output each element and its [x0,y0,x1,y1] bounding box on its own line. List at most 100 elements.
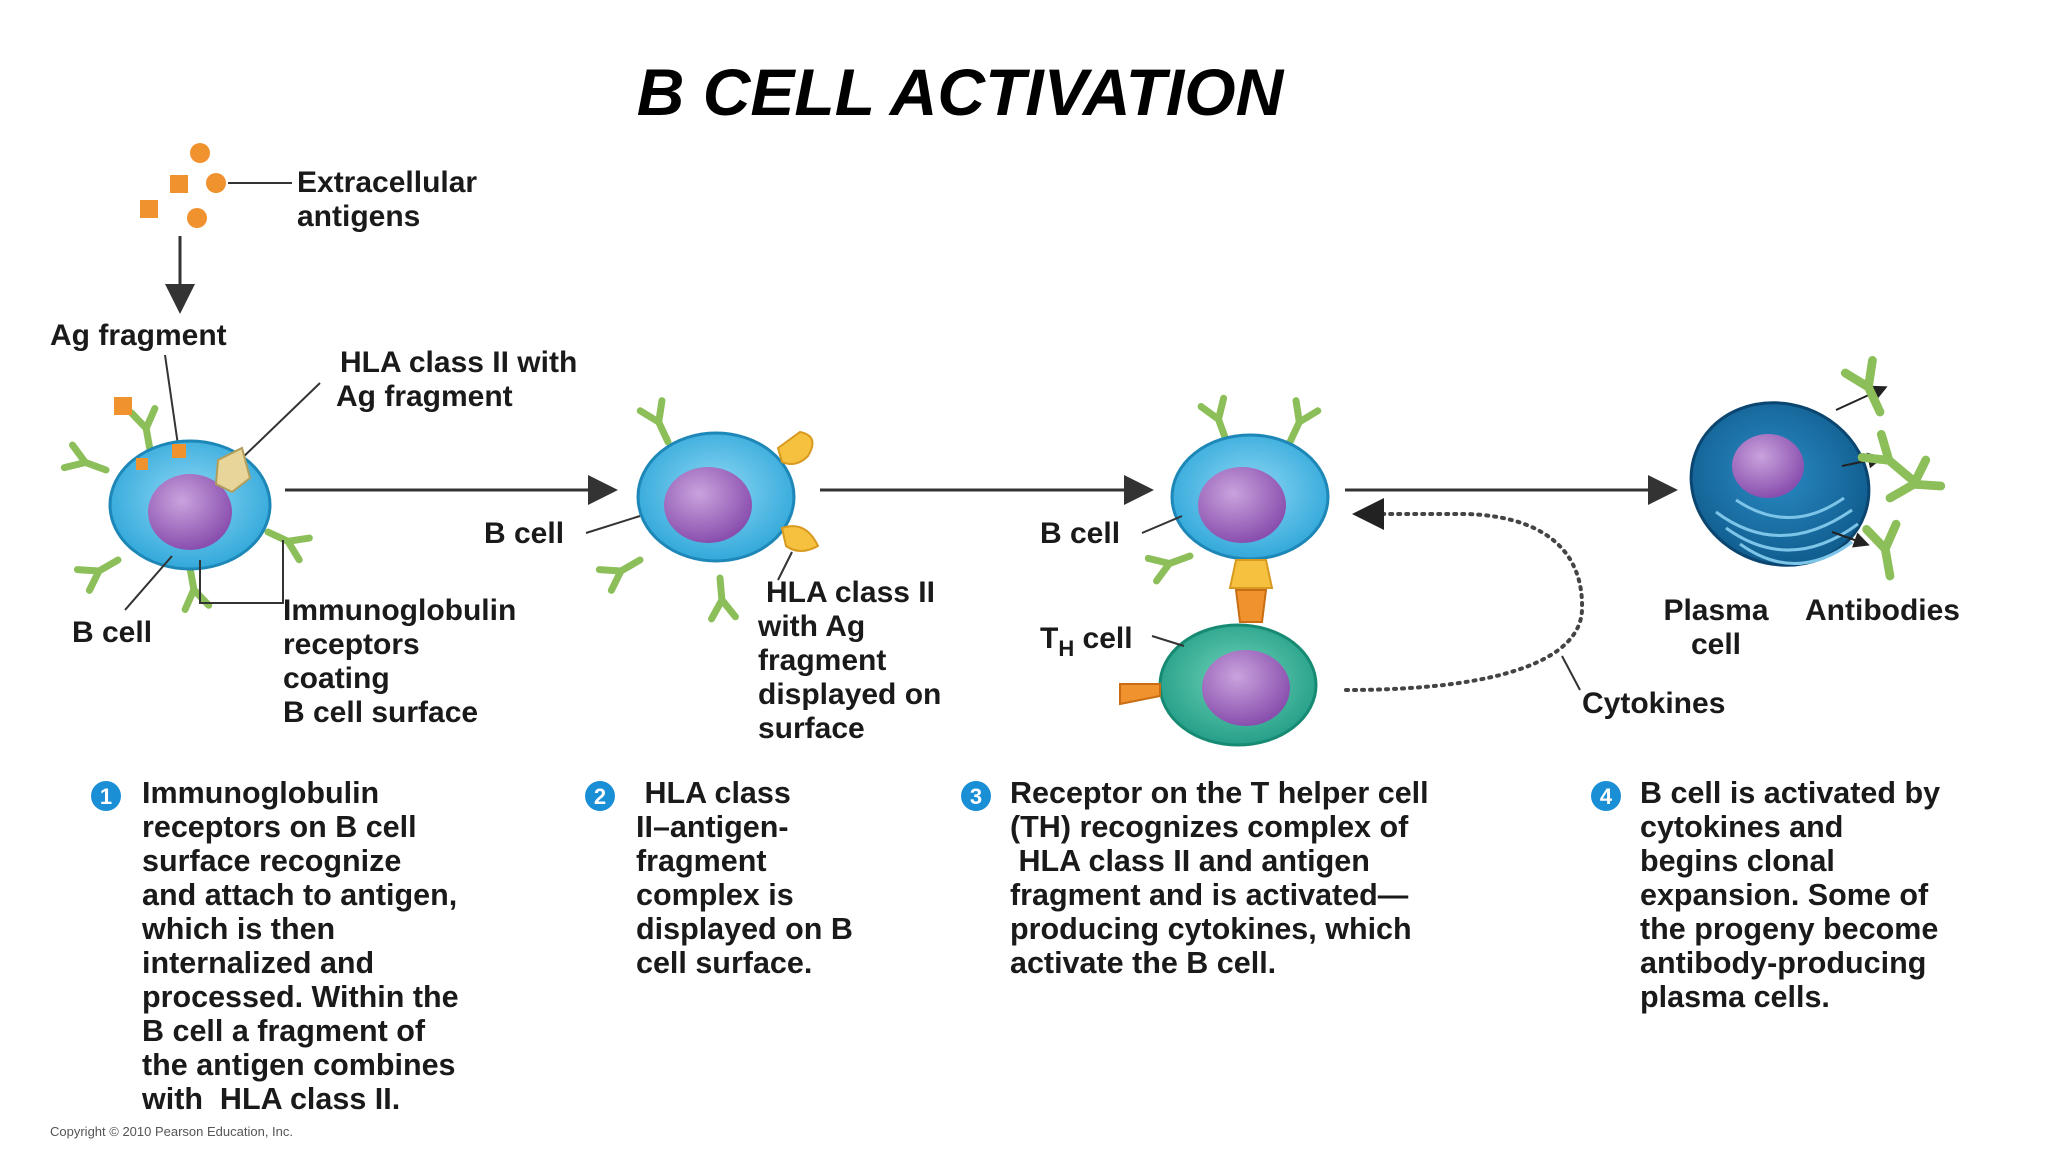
label-b-cell-3: B cell [1040,517,1120,550]
label-hla-displayed-3: fragment [758,644,886,677]
hla-tcr-complex [1228,559,1274,589]
label-immunoglobulin-2: receptors [283,628,420,661]
label-antigens: antigens [297,200,420,233]
ag-fragment-internal [136,458,148,470]
label-immunoglobulin-1: Immunoglobulin [283,594,516,627]
label-antibodies: Antibodies [1805,594,1960,627]
step-line: and attach to antigen, [142,878,457,912]
step-1-description: 1 Immunoglobulin receptors on B cell sur… [91,776,459,1116]
hla-complex [776,430,814,465]
plasma-cell [1689,401,1871,567]
step-line: begins clonal [1640,844,1835,878]
step-badge [585,781,615,811]
leader-line [585,515,641,534]
step-line: internalized and [142,946,374,980]
cytokines-dotted-arrow [1344,498,1585,692]
copyright-notice: Copyright © 2010 Pearson Education, Inc. [50,1124,293,1139]
step-number: 3 [970,784,982,809]
step-line: which is then [141,912,335,946]
step-line: fragment and is activated— [1010,878,1409,912]
antigen-square [140,200,158,218]
step-3-description: 3 Receptor on the T helper cell (TH) rec… [961,776,1429,980]
step-line: antibody-producing [1640,946,1926,980]
label-hla-with-ag-1: HLA class II with [340,346,577,379]
b-cell-resting [64,397,309,609]
leader-line [1151,635,1185,647]
label-hla-displayed-5: surface [758,712,865,745]
step-number: 2 [594,784,606,809]
hla-complex [780,525,820,552]
antigen-circle [206,173,226,193]
step-2-description: 2 HLA class II–antigen- fragment complex… [585,776,853,980]
label-th-cell: TH cell [1040,622,1133,661]
step-4-description: 4 B cell is activated by cytokines and b… [1591,776,1940,1014]
leader-line [777,551,793,581]
nucleus [1202,650,1290,726]
label-hla-displayed-1: HLA class II [766,576,935,609]
th-receptor [1119,683,1161,706]
leader-line [124,555,173,611]
label-immunoglobulin-3: coating [283,662,390,695]
step-line: Receptor on the T helper cell [1010,776,1429,810]
nucleus [1732,434,1804,498]
hla-complex [214,446,252,494]
b-cell-presenting [599,401,820,619]
step-line: HLA class [636,776,791,810]
step-line: cell surface. [636,946,812,980]
step-line: the antigen combines [142,1048,456,1082]
step-number: 1 [100,784,112,809]
tcr-receptor [1234,589,1268,623]
label-plasma: Plasma [1663,594,1768,627]
antigen-square [170,175,188,193]
step-line: the progeny become [1640,912,1938,946]
antigen-square [114,397,132,415]
step-line: fragment [636,844,767,878]
label-plasma-cell: cell [1691,628,1741,661]
antibodies [1831,360,1941,578]
leader-line [237,382,321,463]
label-hla-displayed-2: with Ag [757,610,865,643]
label-extracellular: Extracellular [297,166,477,199]
step-line: displayed on B [636,912,853,946]
endoplasmic-reticulum [1715,496,1859,565]
step-line: B cell a fragment of [142,1014,426,1048]
step-line: activate the B cell. [1010,946,1276,980]
step-line: surface recognize [142,844,401,878]
ag-fragment-internal [172,444,186,458]
step-line: (TH) recognizes complex of [1010,810,1409,844]
label-immunoglobulin-4: B cell surface [283,696,478,729]
diagram-title: B CELL ACTIVATION [637,55,1285,129]
step-line: producing cytokines, which [1010,912,1412,946]
extracellular-antigens [140,143,226,228]
step-badge [1591,781,1621,811]
step-line: HLA class II and antigen [1010,844,1370,878]
step-line: complex is [636,878,794,912]
label-cytokines: Cytokines [1582,687,1725,720]
step-badge [91,781,121,811]
step-line: plasma cells. [1640,980,1830,1014]
leader-line [1561,655,1581,691]
label-ag-fragment: Ag fragment [50,319,227,352]
step-line: receptors on B cell [142,810,417,844]
leader-line [164,354,179,446]
step-line: Immunoglobulin [142,776,379,810]
t-helper-cell [1119,623,1318,747]
step-badge [961,781,991,811]
antigen-circle [190,143,210,163]
step-line: expansion. Some of [1640,878,1929,912]
label-hla-with-ag-2: Ag fragment [336,380,513,413]
leader-line [1141,515,1183,534]
nucleus [664,467,752,543]
bracket-line [199,540,284,604]
step-number: 4 [1600,784,1613,809]
step-line: processed. Within the [142,980,459,1014]
nucleus [1198,467,1286,543]
label-b-cell-2: B cell [484,517,564,550]
step-line: with HLA class II. [141,1082,400,1116]
b-cell-activating [1148,398,1330,623]
nucleus [148,474,232,550]
step-line: cytokines and [1640,810,1843,844]
label-b-cell-1: B cell [72,616,152,649]
label-hla-displayed-4: displayed on [758,678,941,711]
